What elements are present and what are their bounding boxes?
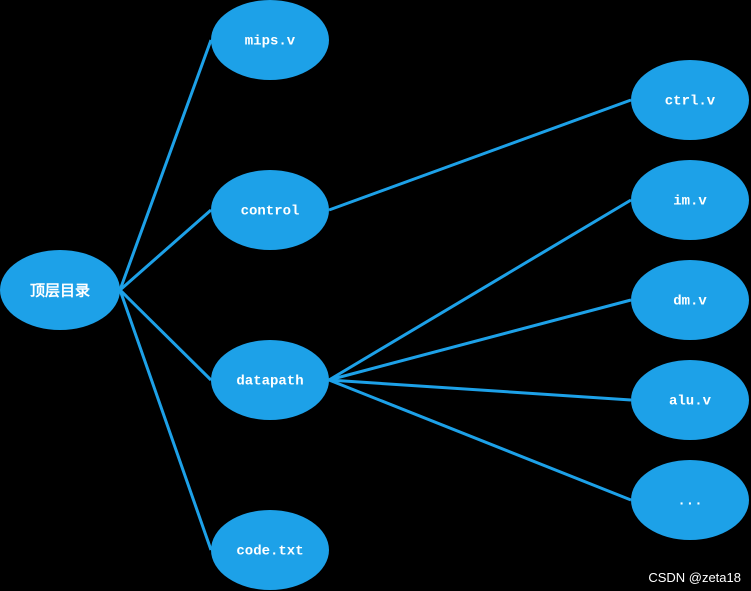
node-root: 顶层目录 [0, 250, 120, 330]
node-root-label: 顶层目录 [30, 282, 90, 300]
edge-root-datapath [118, 288, 213, 382]
node-alu: alu.v [631, 360, 749, 440]
watermark: CSDN @zeta18 [648, 570, 741, 585]
node-im-label: im.v [673, 194, 707, 210]
edge-datapath-dm [328, 298, 632, 382]
node-ctrl-label: ctrl.v [665, 94, 716, 110]
node-code: code.txt [211, 510, 329, 590]
edge-root-mips [118, 39, 213, 291]
node-dm-label: dm.v [673, 294, 707, 310]
node-control: control [211, 170, 329, 250]
edge-control-ctrl [328, 98, 632, 212]
edge-datapath-alu [328, 378, 632, 402]
node-im: im.v [631, 160, 749, 240]
node-more: ... [631, 460, 749, 540]
node-mips: mips.v [211, 0, 329, 80]
node-control-label: control [241, 204, 300, 220]
node-more-label: ... [677, 494, 702, 510]
node-code-label: code.txt [236, 544, 303, 560]
node-datapath-label: datapath [236, 374, 303, 390]
node-mips-label: mips.v [245, 34, 296, 50]
edge-root-code [118, 289, 213, 551]
edge-datapath-more [328, 378, 632, 502]
node-ctrl: ctrl.v [631, 60, 749, 140]
node-dm: dm.v [631, 260, 749, 340]
node-datapath: datapath [211, 340, 329, 420]
edge-datapath-im [328, 198, 632, 382]
edge-root-control [119, 208, 212, 292]
node-alu-label: alu.v [669, 394, 712, 410]
